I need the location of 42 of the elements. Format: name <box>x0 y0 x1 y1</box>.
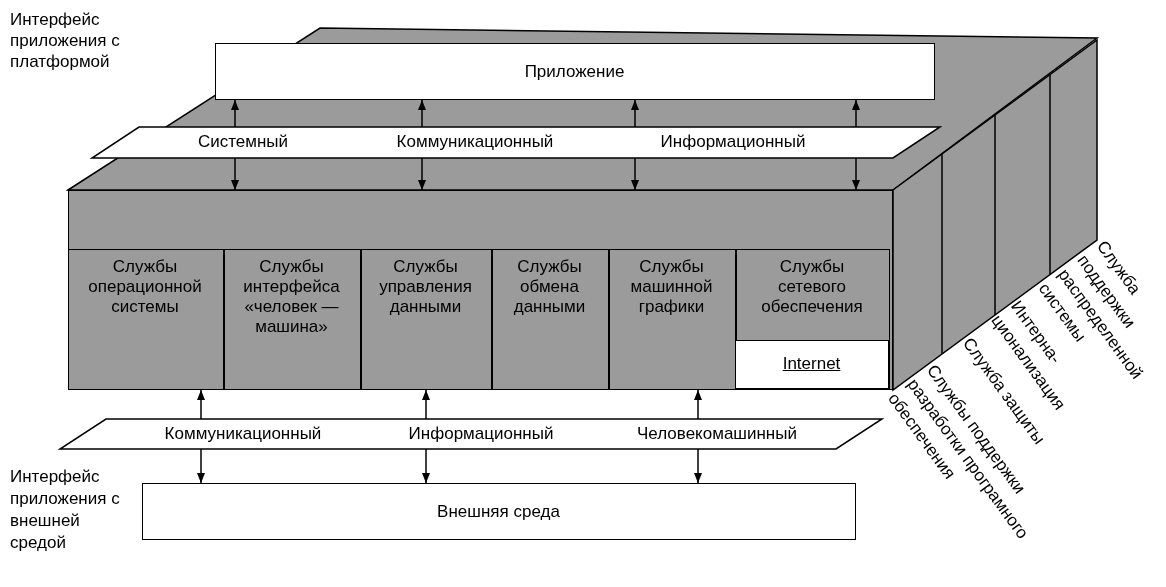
arrow <box>418 157 426 191</box>
band-label: Коммуникационный <box>163 424 323 444</box>
service-box <box>608 248 736 390</box>
service-box <box>735 248 890 390</box>
interface-label: Интерфейс приложения с платформой <box>10 9 121 72</box>
box-label: Внешняя среда <box>436 502 561 522</box>
arrow <box>631 99 639 128</box>
arrow <box>694 448 702 484</box>
service-box <box>491 248 609 390</box>
environment-box <box>142 483 856 540</box>
band-label: Системный <box>196 132 290 152</box>
band-label: Коммуникационный <box>395 132 555 152</box>
box-label: Приложение <box>523 62 626 82</box>
service-label: Службы интерфейса «человек — машина» <box>242 256 341 337</box>
service-label: Службы управления данными <box>378 256 473 317</box>
service-label: Службы обмена данными <box>512 256 587 317</box>
arrow <box>852 157 860 191</box>
service-label: Службы сетевого обеспечения <box>760 256 864 317</box>
service-label: Службы операционной системы <box>87 256 203 317</box>
arrow <box>852 99 860 128</box>
band-label: Информационный <box>659 132 807 152</box>
application-box <box>215 43 935 100</box>
service-box <box>360 248 492 390</box>
service-box <box>223 248 361 390</box>
arrow <box>197 389 205 420</box>
band-label: Информационный <box>407 424 555 444</box>
interface-band <box>60 419 882 449</box>
interface-band <box>92 127 940 158</box>
arrow <box>422 448 430 484</box>
internet-box <box>735 340 889 389</box>
arrow <box>631 157 639 191</box>
arrow <box>231 99 239 128</box>
arrow <box>231 157 239 191</box>
arrow <box>197 448 205 484</box>
box-label: Internet <box>781 354 842 374</box>
arrow <box>422 389 430 420</box>
arrow <box>418 99 426 128</box>
interface-label: Интерфейс приложения с внешней средой <box>10 466 121 554</box>
service-box <box>67 248 224 390</box>
arrow <box>694 389 702 420</box>
service-label: Службы машинной графики <box>629 256 714 317</box>
band-label: Человекомашинный <box>636 424 798 444</box>
